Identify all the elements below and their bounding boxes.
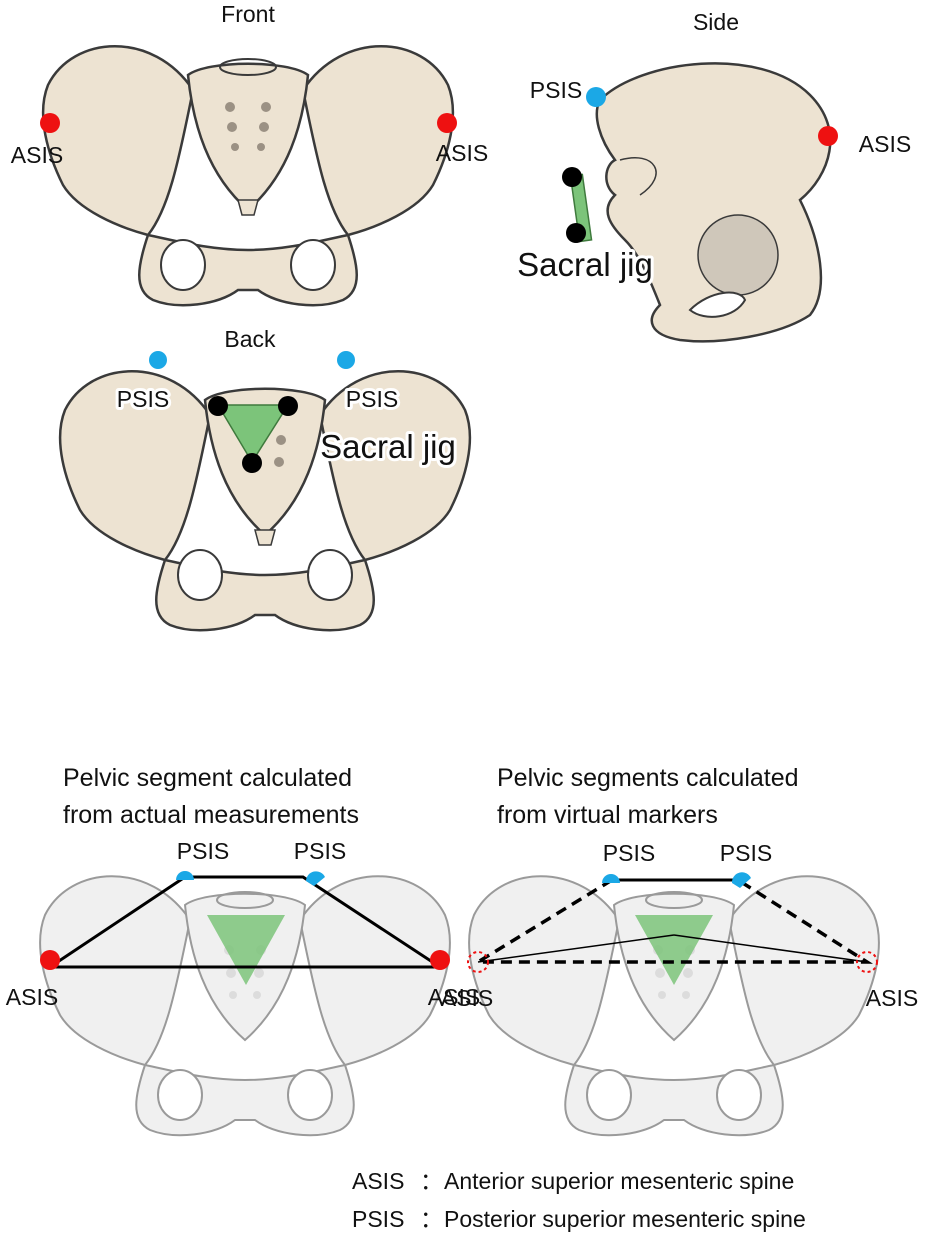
back-psis-right-label: PSIS <box>346 386 398 412</box>
legend-asis-separator: ： <box>420 1168 443 1194</box>
legend-asis: ASIS ：Anterior superior mesenteric spine <box>352 1162 794 1196</box>
back-jig-bottom-marker <box>242 453 262 473</box>
legend-psis-separator: ： <box>420 1206 443 1232</box>
actual-psis-right-marker <box>306 871 325 886</box>
virtual-panel-title-line2: from virtual markers <box>497 801 718 829</box>
side-pelvis-illustration <box>595 62 832 343</box>
side-asis-label: ASIS <box>859 131 911 157</box>
actual-asis-left-label: ASIS <box>6 984 58 1010</box>
actual-asis-right-marker <box>430 950 450 970</box>
actual-asis-right-label: ASIS <box>428 984 480 1010</box>
side-psis-label: PSIS <box>530 77 582 103</box>
front-asis-right-label: ASIS <box>436 140 488 166</box>
actual-psis-left-marker <box>176 871 194 880</box>
legend-psis-text: Posterior superior mesenteric spine <box>444 1206 806 1232</box>
side-sacral-jig-label: Sacral jig <box>517 246 653 283</box>
virtual-psis-right-marker <box>731 872 751 888</box>
back-sacral-jig-label: Sacral jig <box>320 428 456 465</box>
side-asis-marker <box>818 126 838 146</box>
legend-asis-abbr: ASIS <box>352 1168 405 1194</box>
front-asis-left-marker <box>40 113 60 133</box>
virtual-thin-line-left <box>477 934 675 963</box>
legend-psis: PSIS ：Posterior superior mesenteric spine <box>352 1200 806 1234</box>
back-psis-left-label: PSIS <box>117 386 169 412</box>
actual-asis-left-marker <box>40 950 60 970</box>
legend-asis-text: Anterior superior mesenteric spine <box>444 1168 795 1194</box>
back-jig-left-marker <box>208 396 228 416</box>
actual-panel-title-line1: Pelvic segment calculated <box>63 764 352 792</box>
side-jig-bottom-marker <box>566 223 586 243</box>
front-asis-right-marker <box>437 113 457 133</box>
actual-psis-left-label: PSIS <box>177 838 229 864</box>
actual-pelvis-illustration <box>39 875 451 1137</box>
virtual-sacral-jig-triangle <box>635 915 713 985</box>
front-view-title: Front <box>221 1 275 27</box>
back-view: Back PSIS PSIS Sacral jig <box>58 326 472 632</box>
back-sacral-jig-triangle <box>216 404 290 464</box>
front-view: Front ASIS ASIS <box>11 1 488 307</box>
back-jig-right-marker <box>278 396 298 416</box>
virtual-psis-left-marker <box>602 874 620 883</box>
back-psis-right-marker <box>337 351 355 369</box>
virtual-thin-line-right <box>673 934 868 963</box>
actual-pelvic-segment-outline <box>45 875 446 969</box>
side-view: Side PSIS ASIS Sacral jig <box>514 9 911 343</box>
virtual-asis-right-marker <box>856 951 878 973</box>
actual-psis-right-label: PSIS <box>294 838 346 864</box>
virtual-panel-title-line1: Pelvic segments calculated <box>497 764 799 792</box>
back-view-title: Back <box>224 326 276 352</box>
virtual-pelvis-illustration <box>468 875 880 1137</box>
front-pelvis-illustration <box>41 45 455 307</box>
virtual-asis-right-label: ASIS <box>866 985 918 1011</box>
actual-measurement-panel: Pelvic segment calculated from actual me… <box>6 764 480 1137</box>
virtual-marker-panel: Pelvic segments calculated from virtual … <box>441 764 918 1137</box>
virtual-asis-left-label: ASIS <box>441 985 493 1011</box>
front-asis-left-label: ASIS <box>11 142 63 168</box>
virtual-psis-left-label: PSIS <box>603 840 655 866</box>
legend-psis-abbr: PSIS <box>352 1206 405 1232</box>
back-psis-left-marker <box>149 351 167 369</box>
actual-sacral-jig-triangle <box>207 915 285 985</box>
virtual-psis-right-label: PSIS <box>720 840 772 866</box>
side-view-title: Side <box>693 9 739 35</box>
actual-panel-title-line2: from actual measurements <box>63 801 359 829</box>
side-jig-top-marker <box>562 167 582 187</box>
virtual-asis-left-marker <box>467 951 489 973</box>
virtual-dashed-segment-outline <box>471 878 874 964</box>
side-psis-marker <box>586 87 606 107</box>
